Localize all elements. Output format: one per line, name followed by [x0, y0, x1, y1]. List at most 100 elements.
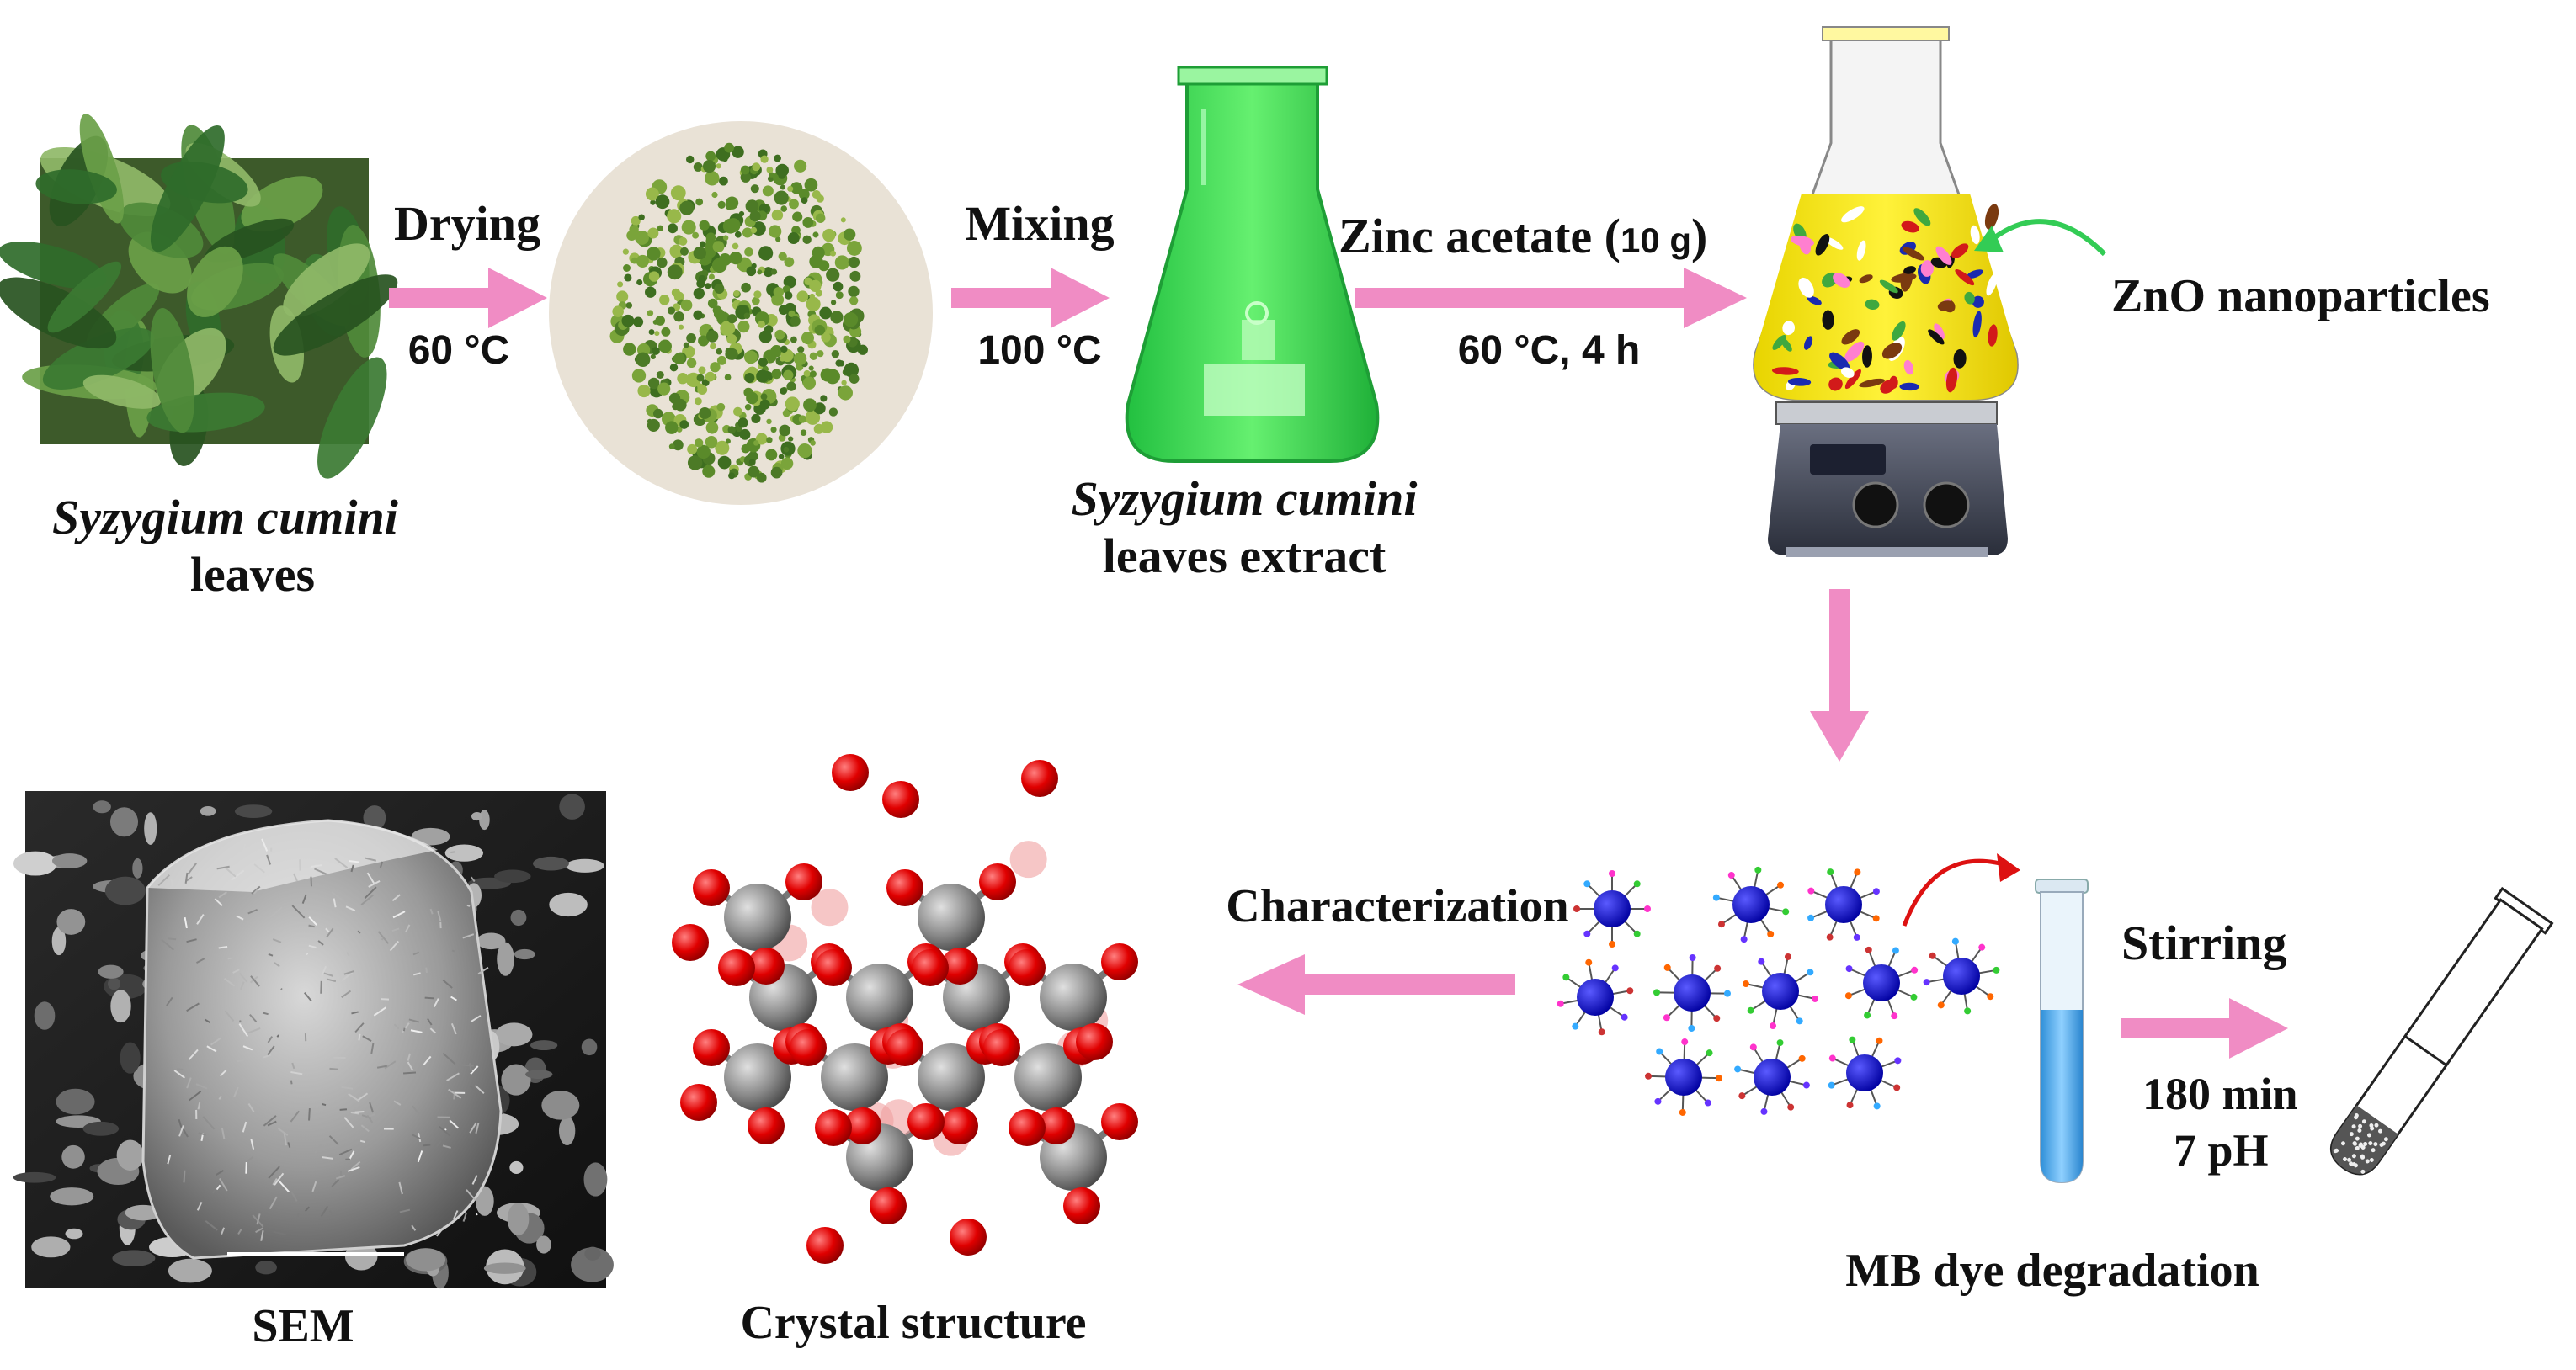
powder-grain [751, 263, 757, 268]
zno-particle [1859, 274, 1873, 284]
sem-texture-flake [407, 1053, 412, 1061]
powder-grain [843, 312, 859, 327]
zno-particle [1828, 377, 1843, 391]
powder-grain [770, 268, 778, 275]
sem-texture-flake [189, 1091, 202, 1102]
ligand-tip [1787, 1103, 1795, 1111]
sem-texture-flake [470, 1065, 479, 1075]
zno-particle [1972, 295, 1984, 308]
powder-grain [716, 402, 726, 412]
sem-particle [479, 810, 490, 831]
zinc-atom [846, 964, 913, 1031]
ligand-tip [1704, 1099, 1711, 1107]
ligand-tip [1740, 936, 1748, 943]
oxygen-atom [806, 1227, 844, 1264]
powder-grain [753, 440, 759, 446]
powder-grain [727, 314, 737, 324]
sem-particle [13, 1171, 56, 1183]
powder-grain [822, 228, 836, 242]
sem-texture-flake [403, 1071, 417, 1075]
ligand-tip [1929, 952, 1936, 959]
oxygen-atom [1009, 949, 1046, 986]
ligand-tip [1717, 921, 1725, 928]
sem-particle [406, 1248, 446, 1272]
oxygen-atom [941, 948, 978, 985]
sem-texture-flake [290, 1191, 298, 1202]
sem-particle [514, 948, 535, 960]
powder-grain [674, 398, 687, 412]
powder-grain [645, 187, 659, 201]
sem-texture-flake [462, 1213, 467, 1222]
sem-texture-flake [470, 1015, 482, 1023]
powder-grain [696, 279, 705, 289]
sem-texture-flake [250, 1139, 255, 1150]
ligand-tip [1573, 905, 1580, 912]
sem-particle [507, 1203, 530, 1235]
powder-grain [785, 396, 800, 412]
powder-grain [687, 443, 698, 454]
sem-texture-flake [216, 1184, 221, 1191]
sem-texture-flake [236, 1059, 248, 1063]
powder-grain [758, 321, 765, 328]
sem-texture-flake [272, 938, 282, 943]
powder-grain [725, 196, 739, 210]
stirring-label: Stirring [2121, 916, 2287, 970]
oxygen-atom [693, 1029, 730, 1066]
sem-texture-flake [366, 872, 375, 884]
oxygen-atom [680, 1084, 717, 1121]
sem-texture-flake [184, 872, 189, 884]
powder-grain [650, 199, 656, 205]
powder-grain [693, 162, 703, 172]
ligand-tip [1742, 980, 1749, 988]
sem-texture-flake [224, 978, 236, 987]
sem-texture-flake [221, 1128, 226, 1139]
sem-particle [549, 892, 588, 917]
sem-texture-flake [477, 966, 489, 975]
ligand-tip [1770, 1022, 1777, 1030]
sem-texture-flake [448, 1088, 462, 1099]
powder-grain [819, 306, 833, 320]
sem-texture-flake [195, 958, 205, 964]
powder-grain [780, 387, 787, 395]
powder-grain [756, 472, 767, 483]
zno-particle [1899, 382, 1919, 391]
sem-texture-flake [178, 1118, 183, 1128]
sem-texture-flake [442, 1144, 451, 1149]
zno-particle [1787, 377, 1812, 386]
magnetic-stirrer-icon [1768, 401, 2008, 557]
ligand-tip [1937, 1001, 1945, 1009]
powder-grain [705, 171, 720, 186]
nanoparticle [1754, 1059, 1791, 1096]
ligand-tip [1845, 965, 1853, 973]
sem-texture-flake [311, 863, 323, 868]
sem-particle [98, 964, 124, 979]
powder-grain [833, 281, 844, 292]
oxygen-atom [1101, 943, 1138, 980]
powder-grain [766, 167, 774, 173]
oxygen-atom [1021, 760, 1058, 797]
zno-particle [1951, 243, 1969, 258]
powder-grain [783, 446, 790, 453]
nanoparticle [1943, 958, 1980, 995]
powder-grain [745, 199, 759, 213]
sem-particle [120, 1042, 141, 1074]
powder-grain [636, 352, 651, 367]
powder-grain [661, 327, 671, 337]
powder-grain [751, 296, 760, 305]
powder-grain [623, 264, 631, 272]
powder-grain [733, 290, 740, 297]
zno-particle [1988, 324, 1998, 347]
powder-grain [648, 329, 655, 335]
powder-grain [726, 348, 738, 360]
leaf [0, 241, 107, 289]
ligand-tip [1633, 880, 1641, 888]
powder-grain [647, 418, 652, 424]
powder-grain [687, 455, 703, 470]
sample-grain [2363, 1141, 2368, 1146]
powder-grain [652, 408, 663, 419]
oxygen-atom [979, 863, 1016, 900]
sem-texture-flake [290, 1110, 300, 1123]
sem-texture-flake [391, 927, 400, 932]
sem-texture-flake [267, 1120, 277, 1127]
